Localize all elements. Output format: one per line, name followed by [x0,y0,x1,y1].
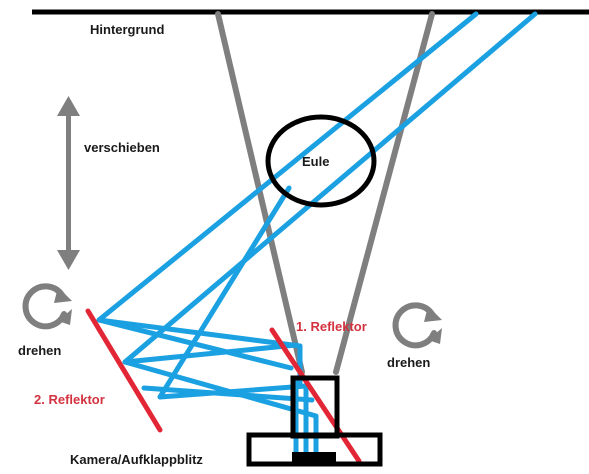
rotate-arrow-icon [392,302,442,349]
reflector-1 [269,327,362,464]
camera-lens [292,452,336,464]
label-camera: Kamera/Aufklappblitz [70,452,203,467]
view-cone-right-line [333,11,435,375]
label-rotate-left: drehen [18,343,61,358]
light-ray-lower [157,185,309,455]
camera-view-cone [215,11,435,375]
rotate-arrow-icon [22,283,72,330]
label-background: Hintergrund [90,22,164,37]
light-ray-cross-3 [141,385,315,403]
label-owl: Eule [302,154,329,169]
light-ray-cross-2 [122,342,299,365]
light-ray-cross-1 [96,317,294,371]
label-reflector-1: 1. Reflektor [296,319,367,334]
label-rotate-right: drehen [387,355,430,370]
reflector-2 [85,308,163,433]
view-cone-left-line [215,11,305,375]
label-reflector-2: 2. Reflektor [34,392,105,407]
light-rays [96,11,538,455]
double-arrow-vertical-icon [57,96,80,270]
owl-shape [265,114,377,208]
label-move: verschieben [84,140,160,155]
light-ray-middle [122,11,538,455]
